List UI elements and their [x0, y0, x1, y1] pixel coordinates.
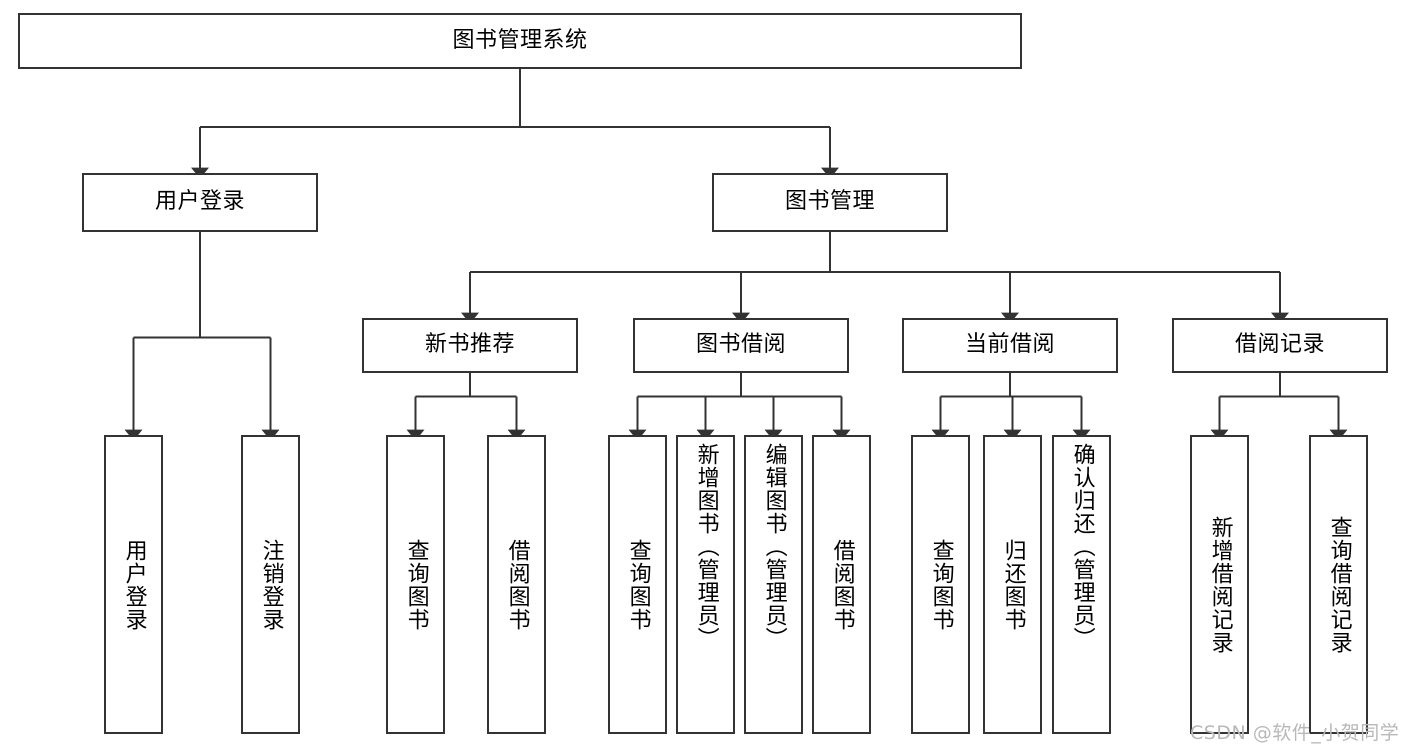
node-leaf-query-record[interactable]: 查询借阅记录	[1309, 435, 1368, 734]
csdn-watermark: CSDN @软件_小贺同学	[1190, 722, 1400, 744]
node-leaf-borrow-book-2[interactable]: 借阅图书	[812, 435, 871, 734]
node-label: 查询图书	[928, 538, 954, 631]
node-leaf-query-book-3[interactable]: 查询图书	[911, 435, 970, 734]
node-leaf-query-book-1[interactable]: 查询图书	[386, 435, 445, 734]
node-leaf-user-login[interactable]: 用户登录	[104, 435, 163, 734]
node-borrow-record[interactable]: 借阅记录	[1172, 318, 1388, 373]
node-label: 图书管理系统	[452, 27, 588, 53]
node-leaf-logout[interactable]: 注销登录	[241, 435, 300, 734]
node-label: 借阅记录	[1234, 332, 1325, 358]
node-label: 用户登录	[121, 538, 147, 631]
node-new-book-rec[interactable]: 新书推荐	[362, 318, 578, 373]
node-root[interactable]: 图书管理系统	[18, 13, 1022, 69]
node-label: 新增借阅记录	[1207, 515, 1233, 654]
node-label: 确认归还（管理员）	[1069, 443, 1095, 650]
node-label: 新增图书（管理员）	[693, 443, 719, 650]
node-label: 查询借阅记录	[1326, 515, 1352, 654]
node-label: 借阅图书	[504, 538, 530, 631]
node-leaf-return-book[interactable]: 归还图书	[983, 435, 1042, 734]
node-label: 归还图书	[1000, 538, 1026, 631]
node-label: 借阅图书	[829, 538, 855, 631]
node-label: 用户登录	[154, 189, 245, 215]
node-book-borrow[interactable]: 图书借阅	[633, 318, 849, 373]
node-book-manage[interactable]: 图书管理	[712, 173, 948, 232]
node-leaf-add-record[interactable]: 新增借阅记录	[1190, 435, 1249, 734]
node-label: 注销登录	[258, 538, 284, 631]
node-leaf-query-book-2[interactable]: 查询图书	[608, 435, 667, 734]
node-current-borrow[interactable]: 当前借阅	[902, 318, 1118, 373]
node-label: 图书管理	[784, 189, 875, 215]
node-label: 新书推荐	[424, 332, 515, 358]
node-label: 查询图书	[625, 538, 651, 631]
node-leaf-add-book[interactable]: 新增图书（管理员）	[676, 435, 735, 734]
node-label: 当前借阅	[964, 332, 1055, 358]
node-label: 图书借阅	[695, 332, 786, 358]
node-label: 编辑图书（管理员）	[761, 443, 787, 650]
node-leaf-confirm-return[interactable]: 确认归还（管理员）	[1052, 435, 1111, 734]
node-user-login[interactable]: 用户登录	[82, 173, 318, 232]
node-leaf-edit-book[interactable]: 编辑图书（管理员）	[744, 435, 803, 734]
node-leaf-borrow-book-1[interactable]: 借阅图书	[487, 435, 546, 734]
node-label: 查询图书	[403, 538, 429, 631]
